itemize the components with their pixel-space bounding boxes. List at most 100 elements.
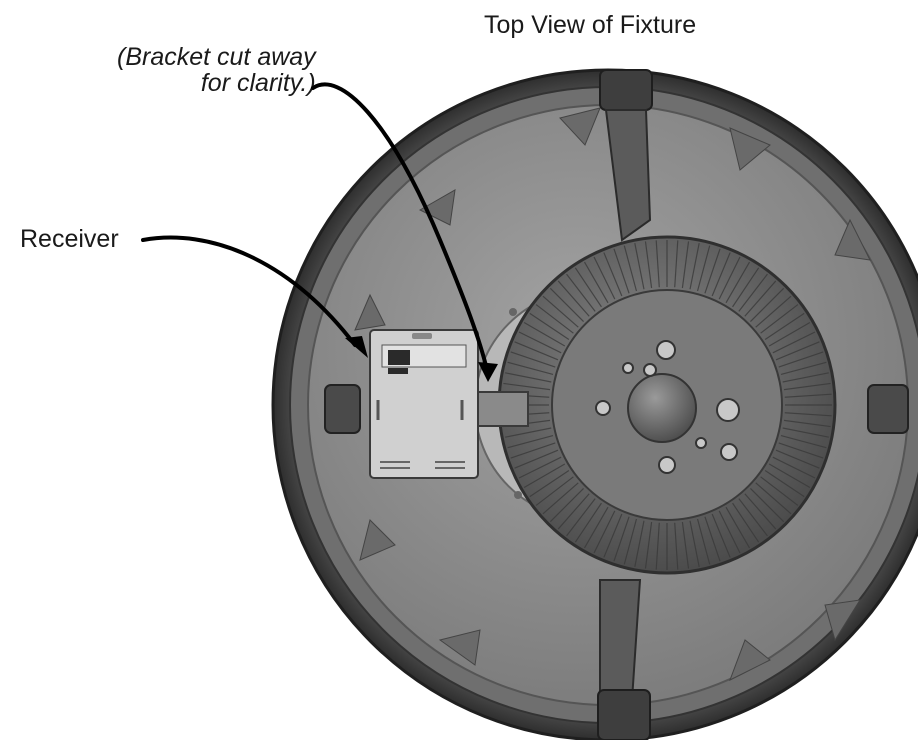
- heat-sink-rib: [783, 382, 831, 391]
- heat-sink-rib: [775, 341, 820, 361]
- heat-sink-rib: [750, 287, 785, 322]
- heat-sink-rib: [507, 361, 554, 376]
- heat-sink-rib: [784, 393, 832, 398]
- heat-sink-rib: [529, 470, 570, 498]
- heat-sink-rib: [523, 321, 566, 347]
- heat-sink-rib: [505, 372, 552, 383]
- heat-sink-rib: [764, 470, 805, 498]
- heat-sink-rib: [655, 240, 660, 288]
- bracket-arrowhead: [478, 362, 498, 382]
- socket-screw: [509, 308, 517, 316]
- heat-sink-rib: [718, 510, 741, 554]
- heat-sink-rib: [549, 488, 584, 523]
- receiver-arrowhead: [345, 336, 368, 358]
- heat-sink-rib: [510, 351, 556, 368]
- bracket-note-line2: for clarity.): [200, 69, 316, 97]
- receiver-callout-arrow: [141, 235, 357, 347]
- heat-sink-rib: [623, 245, 638, 292]
- heat-sink-rib: [784, 412, 832, 417]
- right-clip: [867, 384, 909, 434]
- heat-sink-rib: [738, 273, 768, 312]
- heat-sink-rib: [681, 521, 690, 569]
- left-clip: [324, 384, 361, 434]
- heat-sink-rib: [732, 502, 760, 543]
- heat-sink-rib: [689, 520, 700, 567]
- heat-sink-rib: [704, 248, 721, 294]
- heat-sink-rib: [750, 488, 785, 523]
- heat-sink-rib: [782, 427, 829, 438]
- heat-sink-rib: [704, 516, 721, 562]
- heat-sink-rib: [542, 482, 579, 515]
- heat-sink-rib: [644, 241, 653, 289]
- heat-sink-rib: [535, 304, 574, 334]
- heat-sink-rib: [696, 245, 711, 292]
- heat-sink-rib: [593, 256, 616, 300]
- heat-sink-rib: [613, 516, 630, 562]
- heat-sink-rib: [574, 267, 602, 308]
- dip-switch: [388, 350, 410, 365]
- heat-sink-rib: [689, 243, 700, 290]
- heat-sink-rib: [772, 331, 816, 354]
- bracket-callout-arrow: [311, 82, 489, 372]
- heat-sink-rib: [744, 493, 777, 530]
- heat-sink-rib: [566, 498, 596, 537]
- socket-screw: [514, 491, 522, 499]
- heat-sink-rib: [778, 351, 824, 368]
- heat-sink-rib: [696, 518, 711, 565]
- heat-sink-rib: [764, 312, 805, 340]
- heat-sink-rib: [574, 502, 602, 543]
- receiver-label: Receiver: [20, 225, 119, 253]
- callout-arrows: [141, 82, 489, 372]
- heat-sink-rib: [783, 419, 831, 428]
- receiver-box: [369, 329, 479, 479]
- heat-sink-rib: [503, 382, 551, 391]
- bracket-note-line1: (Bracket cut away: [117, 43, 316, 71]
- heat-sink-rib: [768, 463, 811, 489]
- heat-sink-rib: [557, 493, 590, 530]
- heat-sink-rib: [778, 442, 824, 459]
- heat-sink-rib: [623, 518, 638, 565]
- heat-sink-rib: [514, 449, 559, 469]
- heat-sink-rib: [549, 287, 584, 322]
- heat-sink-ribs: [502, 240, 832, 570]
- heat-sink-rib: [613, 248, 630, 294]
- heat-sink-rib: [782, 372, 829, 383]
- rim-notches: [354, 107, 871, 682]
- heat-sink-rib: [674, 522, 679, 570]
- heat-sink-rib: [505, 427, 552, 438]
- dome-hub: [627, 373, 697, 443]
- heat-sink-rib: [780, 361, 827, 376]
- heat-sink-rib: [514, 341, 559, 361]
- heat-sink-rib: [634, 243, 645, 290]
- heat-sink-rib: [780, 434, 827, 449]
- heat-sink-rib: [518, 331, 562, 354]
- heat-sink-rib: [711, 252, 731, 297]
- heat-sink-rib: [529, 312, 570, 340]
- heat-sink-rib: [535, 476, 574, 506]
- hex-nuts: [595, 340, 740, 474]
- heat-sink-rib: [760, 304, 799, 334]
- heat-sink-rib: [711, 513, 731, 558]
- heat-sink-rib: [593, 510, 616, 554]
- diagram-title: Top View of Fixture: [484, 11, 697, 39]
- heat-sink-rib: [542, 295, 579, 328]
- heat-sink-rib: [603, 252, 623, 297]
- heat-sink-rib: [738, 498, 768, 537]
- heat-sink-rib: [634, 520, 645, 567]
- arrowheads: [345, 336, 498, 382]
- heat-sink-rib: [755, 295, 792, 328]
- heat-sink-rib: [583, 261, 609, 304]
- heat-sink-rib: [760, 476, 799, 506]
- heat-sink-rib: [725, 506, 751, 549]
- bracket-stub: [469, 391, 529, 427]
- heat-sink-rib: [732, 267, 760, 308]
- heat-sink-rib: [518, 456, 562, 479]
- heat-sink-rib: [674, 240, 679, 288]
- heat-sink-rib: [510, 442, 556, 459]
- heat-sink-rib: [644, 521, 653, 569]
- bottom-bracket: [597, 579, 651, 740]
- bracket-note: (Bracket cut away for clarity.): [117, 44, 316, 96]
- heat-sink-rib: [744, 280, 777, 317]
- heat-sink-rib: [681, 241, 690, 289]
